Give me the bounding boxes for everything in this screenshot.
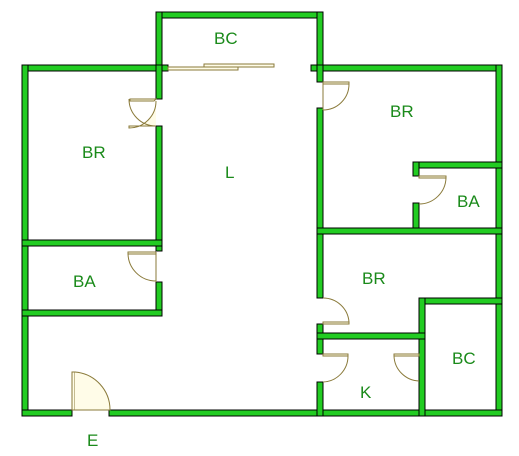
wall-right-ba-top <box>412 161 503 169</box>
wall-right-br-divider <box>316 227 503 235</box>
door-entry <box>71 371 76 411</box>
door-right-br-top <box>322 81 350 85</box>
wall-balcony-top <box>155 11 324 19</box>
wall-outer-bottom-left <box>21 409 73 417</box>
room-label-ba-right: BA <box>457 192 480 211</box>
wall-left-br-right-a <box>155 64 163 100</box>
room-label-br-right-top: BR <box>390 102 414 121</box>
sliding-door <box>167 63 275 71</box>
room-label-bc-right: BC <box>452 349 476 368</box>
door-left-br <box>128 98 158 129</box>
wall-bc-left <box>418 297 426 417</box>
door-left-ba <box>127 251 156 255</box>
wall-left-br-bottom <box>21 239 163 247</box>
wall-outer-top-right <box>310 64 503 72</box>
wall-right-block-a <box>316 64 324 83</box>
room-label-living: L <box>225 163 234 182</box>
wall-balcony-left <box>155 11 163 71</box>
wall-right-br-bottom <box>418 297 503 305</box>
wall-balcony-right <box>316 11 324 71</box>
door-right-ba <box>418 175 447 179</box>
wall-right-block-b <box>316 107 324 299</box>
wall-outer-right <box>495 64 503 417</box>
walls <box>21 11 503 417</box>
doors <box>71 81 447 411</box>
wall-right-ba-left-a <box>412 161 420 177</box>
room-labels: BC BR L BR BA BA BR BC K E <box>73 29 480 450</box>
wall-left-br-right-b <box>155 125 163 252</box>
wall-outer-bottom-right <box>108 409 503 417</box>
wall-outer-top-left <box>21 64 169 72</box>
room-label-br-right-mid: BR <box>362 269 386 288</box>
room-label-kitchen: K <box>360 383 372 402</box>
door-bc-right <box>393 353 420 357</box>
wall-right-block-d <box>316 381 324 417</box>
room-label-entry: E <box>87 431 98 450</box>
room-label-bc-top: BC <box>214 29 238 48</box>
room-label-br-left: BR <box>82 143 106 162</box>
wall-kitchen-top <box>316 332 426 340</box>
wall-left-ba-bottom <box>21 309 163 317</box>
room-label-ba-left: BA <box>73 272 96 291</box>
door-right-br-mid <box>322 321 350 325</box>
door-kitchen <box>322 353 349 357</box>
